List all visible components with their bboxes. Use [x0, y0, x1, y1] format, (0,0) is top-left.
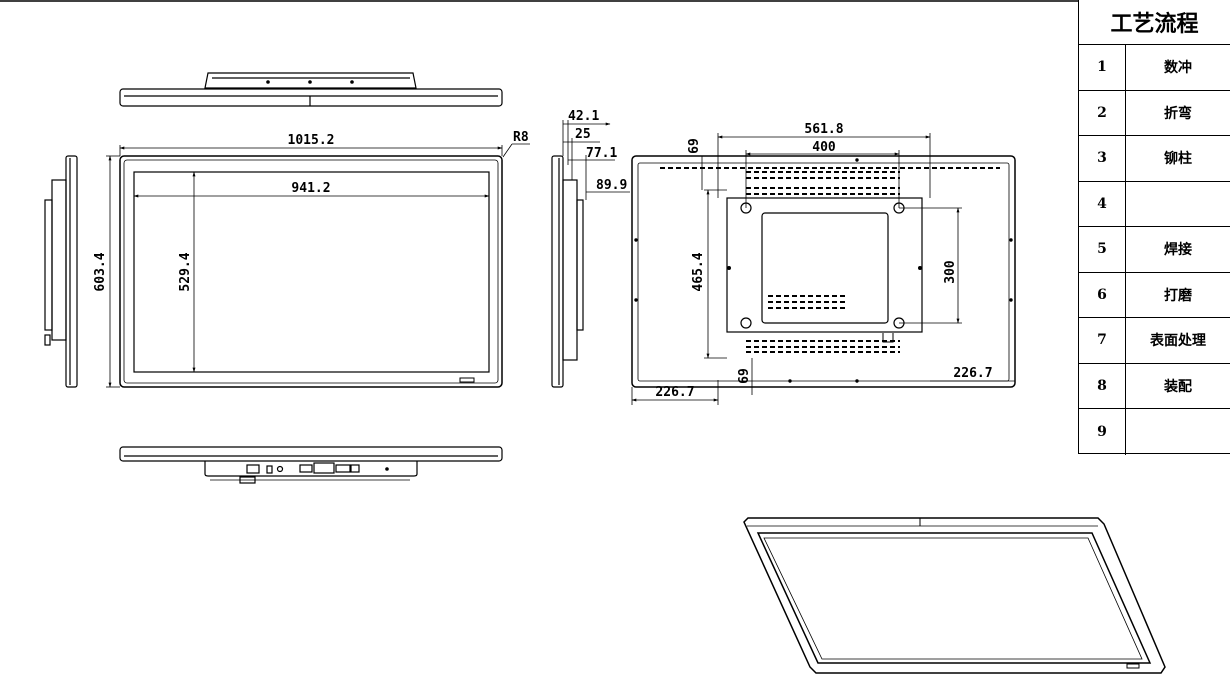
process-row-step — [1126, 409, 1230, 455]
dim-front-width: 1015.2 — [288, 133, 335, 148]
right-side-view — [551, 155, 584, 388]
front-view — [119, 155, 503, 388]
process-row-number: 9 — [1079, 409, 1126, 455]
process-row-number: 1 — [1079, 45, 1126, 90]
process-row-number: 7 — [1079, 318, 1126, 363]
dim-side-1: 42.1 — [568, 109, 599, 124]
rear-dimensions — [631, 133, 1015, 405]
dim-front-height: 603.4 — [93, 252, 108, 291]
dim-rear-left-offset: 226.7 — [655, 385, 694, 400]
process-row: 7 表面处理 — [1079, 318, 1230, 364]
process-row-step: 焊接 — [1164, 242, 1192, 259]
process-table: 工艺流程 1 数冲 2 折弯 3 铆柱 4 5 焊接 6 打磨 7 表面处理 8 装配 9 — [1078, 0, 1230, 455]
bottom-view — [119, 446, 503, 484]
dim-rear-vesa-height: 300 — [943, 260, 958, 284]
top-view — [119, 72, 503, 107]
rear-view — [631, 155, 1016, 388]
process-row-step: 表面处理 — [1150, 333, 1206, 350]
process-row-step — [1126, 182, 1230, 227]
process-row: 9 — [1079, 409, 1230, 455]
process-row-number: 4 — [1079, 181, 1126, 226]
process-row: 4 — [1079, 181, 1230, 227]
dim-rear-top-offset: 69 — [687, 138, 702, 154]
dim-screen-height: 529.4 — [178, 252, 193, 291]
process-row: 6 打磨 — [1079, 272, 1230, 318]
dim-side-4: 89.9 — [596, 178, 627, 193]
process-row: 5 焊接 — [1079, 227, 1230, 273]
process-row-number: 5 — [1079, 227, 1126, 272]
process-row-step: 装配 — [1164, 378, 1192, 395]
process-row-step: 数冲 — [1164, 60, 1192, 77]
process-row-step: 折弯 — [1164, 105, 1192, 122]
dim-rear-right-offset: 226.7 — [953, 366, 992, 381]
left-side-view — [44, 155, 78, 388]
process-row: 2 折弯 — [1079, 90, 1230, 136]
process-row-step: 打磨 — [1164, 287, 1192, 304]
process-row-number: 2 — [1079, 90, 1126, 135]
dim-rear-vesa-outer: 561.8 — [804, 122, 843, 137]
dim-side-3: 77.1 — [586, 146, 617, 161]
dim-corner-radius: R8 — [513, 130, 529, 145]
dim-rear-mount-height: 465.4 — [691, 252, 706, 291]
dim-rear-bottom-offset: 69 — [737, 368, 752, 384]
dim-side-2: 25 — [575, 127, 591, 142]
dim-rear-vesa-width: 400 — [812, 140, 836, 155]
process-row: 3 铆柱 — [1079, 136, 1230, 182]
front-dimensions — [106, 143, 530, 388]
process-row: 1 数冲 — [1079, 45, 1230, 91]
isometric-view — [743, 517, 1166, 674]
process-row: 8 装配 — [1079, 363, 1230, 409]
process-row-number: 3 — [1079, 136, 1126, 181]
process-row-number: 8 — [1079, 363, 1126, 408]
process-row-step: 铆柱 — [1164, 151, 1192, 168]
process-table-title: 工艺流程 — [1079, 0, 1230, 45]
dim-screen-width: 941.2 — [291, 181, 330, 196]
side-dimensions — [562, 120, 630, 200]
process-row-number: 6 — [1079, 272, 1126, 317]
